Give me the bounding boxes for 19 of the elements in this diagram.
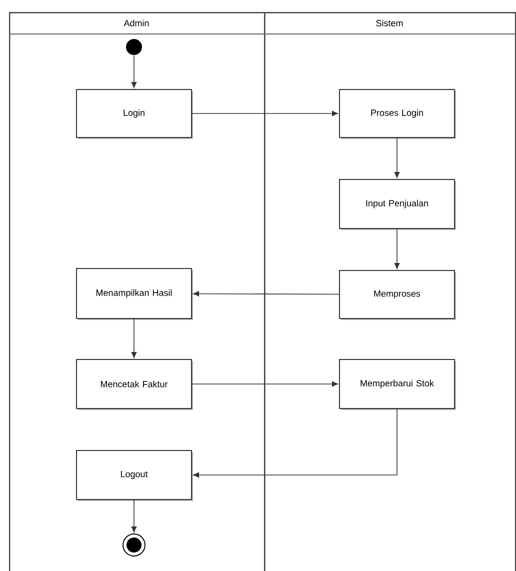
activity-box: Logout [76, 450, 193, 501]
activity-box: Memperbarui Stok [339, 359, 456, 410]
end-node [122, 534, 146, 556]
arrow [192, 381, 338, 387]
activity-box: Mencetak Faktur [76, 359, 193, 410]
arrow [192, 110, 338, 116]
arrow [394, 138, 400, 178]
start-node [126, 39, 142, 55]
arrow [193, 408, 398, 478]
arrow [131, 500, 137, 532]
arrow [131, 54, 137, 88]
activity-box: Input Penjualan [339, 179, 456, 230]
arrow [131, 318, 137, 358]
arrow [394, 228, 400, 269]
activity-box: Proses Login [339, 89, 456, 139]
activity-box: Memproses [339, 270, 456, 320]
activity-box: Menampilkan Hasil [76, 268, 193, 320]
arrow [193, 291, 340, 296]
activity-box: Login [76, 89, 193, 139]
